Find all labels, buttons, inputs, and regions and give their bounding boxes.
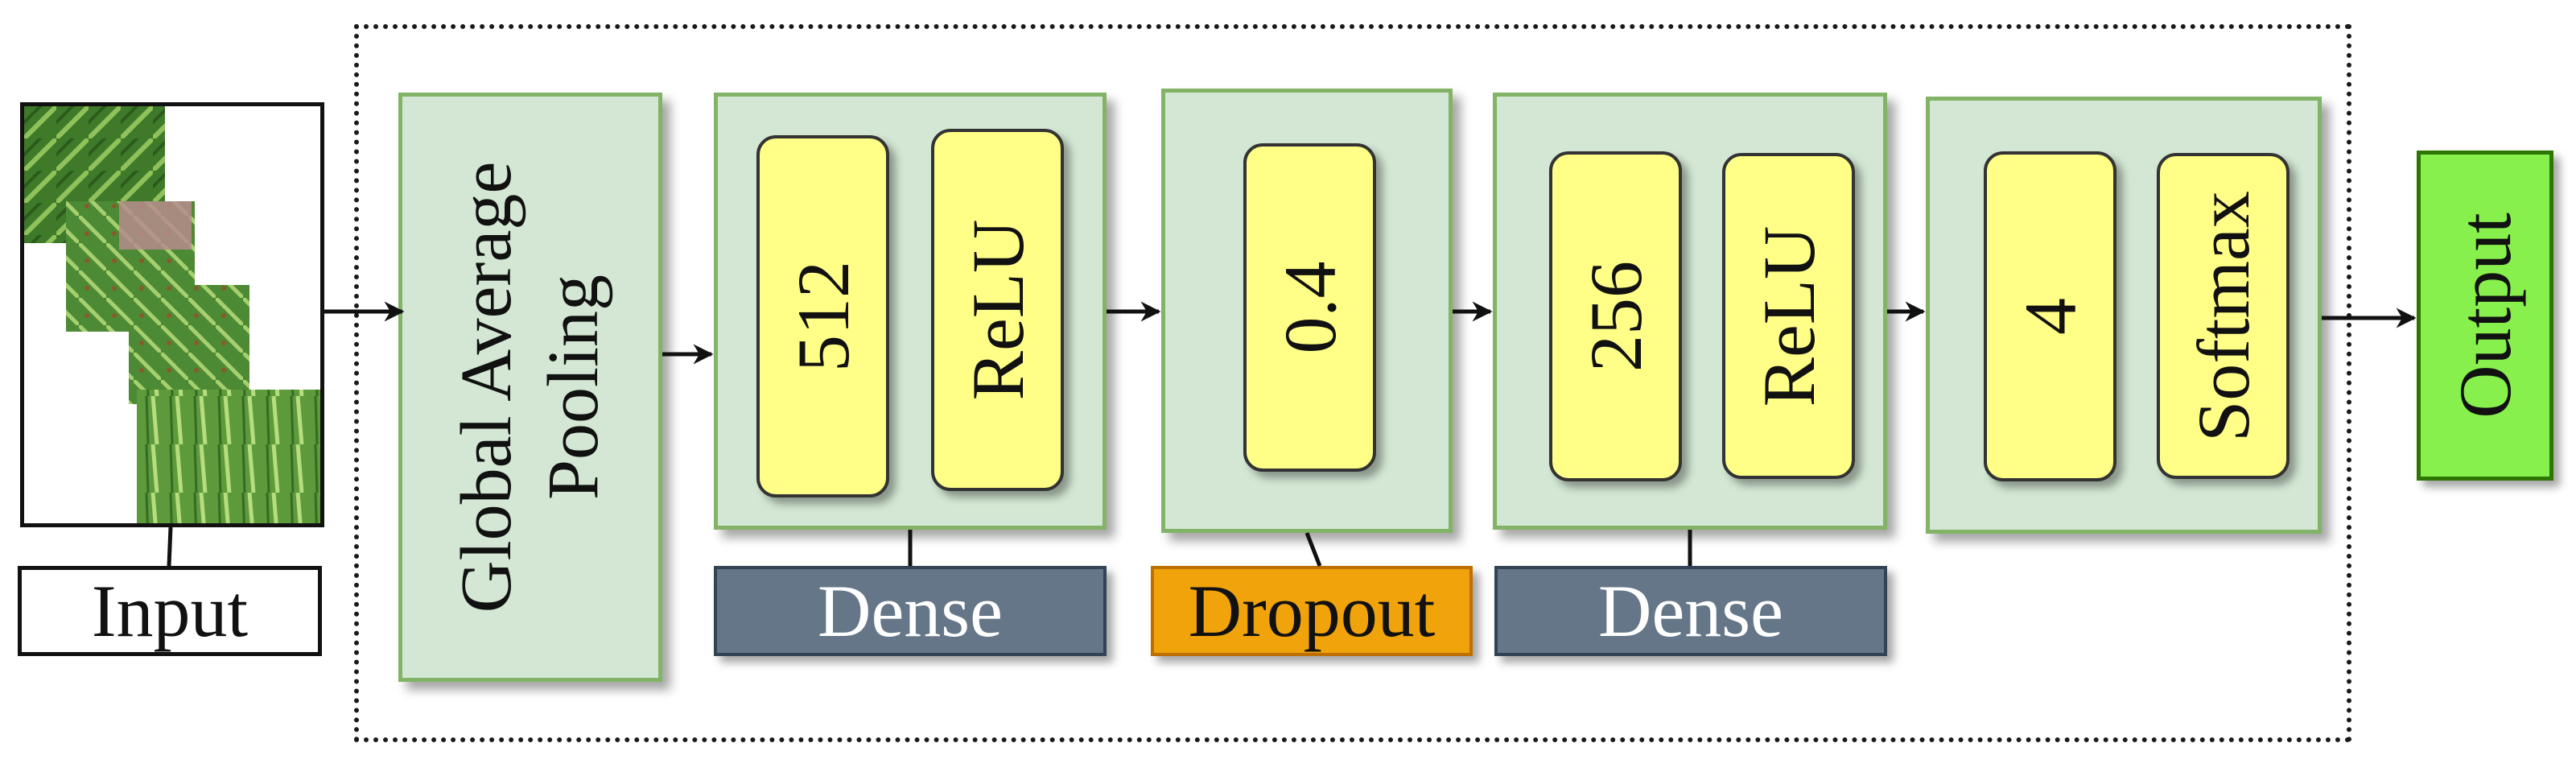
leaf-image-collage	[24, 106, 320, 523]
global-average-pooling-layer: Global Average Pooling	[398, 93, 662, 682]
dropout-type-label: Dropout	[1151, 566, 1473, 656]
dense-1-type-label: Dense	[714, 566, 1107, 656]
input-image-panel	[20, 102, 324, 527]
dense-2-type-label: Dense	[1494, 566, 1887, 656]
model-frame	[354, 24, 2351, 742]
dropout-label-connector	[1304, 532, 1322, 567]
dense-512-units-box: 512	[756, 135, 889, 497]
output-box: Output	[2417, 151, 2553, 481]
dense-256-units-box: 256	[1549, 151, 1682, 481]
input-label: Input	[18, 566, 322, 656]
dense-4-units-box: 4	[1984, 151, 2116, 481]
softmax-activation-box: Softmax	[2157, 153, 2290, 479]
dense-512-activation-box: ReLU	[931, 129, 1064, 491]
input-label-connector	[167, 526, 173, 567]
dense-256-activation-box: ReLU	[1722, 153, 1855, 479]
dropout-rate-box: 0.4	[1243, 143, 1376, 472]
